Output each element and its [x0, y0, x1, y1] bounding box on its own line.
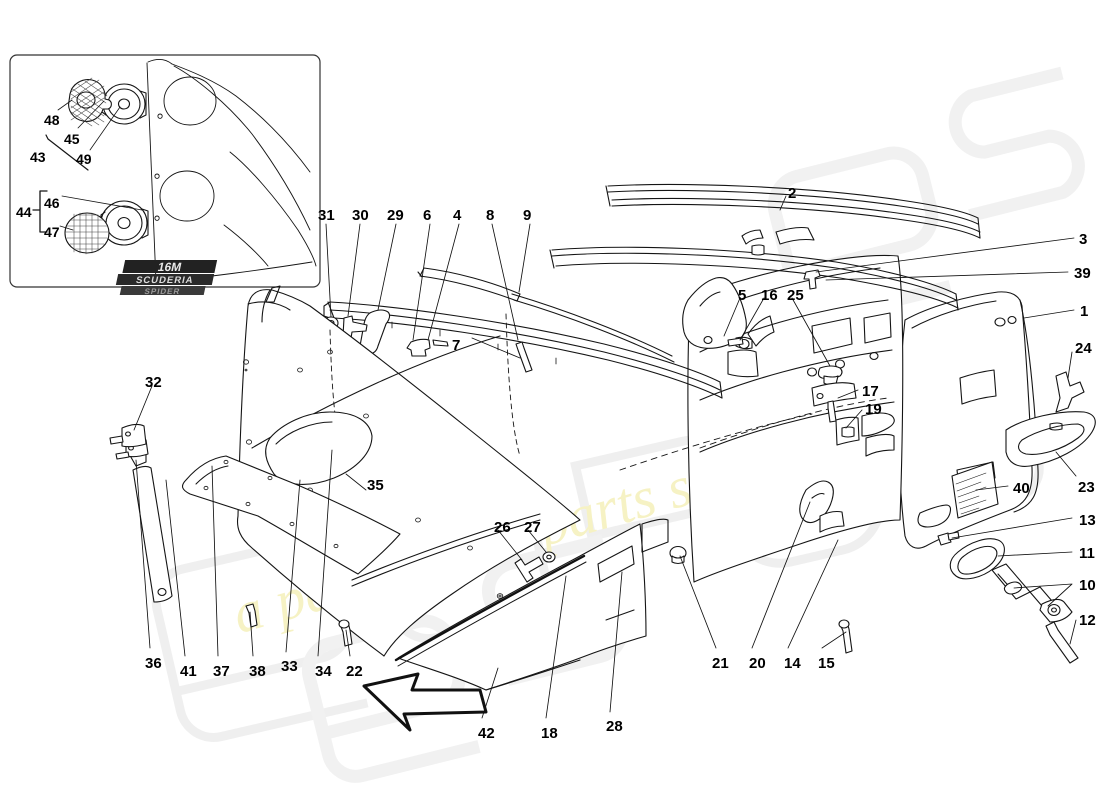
callout-49: 49 — [76, 151, 92, 167]
bolt-12 — [1045, 621, 1079, 664]
callout-15: 15 — [818, 655, 835, 672]
door-trim-panel — [236, 289, 581, 657]
callout-46: 46 — [44, 195, 60, 211]
callout-36: 36 — [145, 655, 162, 672]
door-outer-panel — [898, 291, 1033, 549]
rod-22 — [351, 513, 541, 581]
model-badge: 16M SCUDERIA SPIDER — [112, 256, 228, 296]
callout-10: 10 — [1079, 577, 1096, 594]
callout-42: 42 — [478, 725, 495, 742]
bracket-29 — [359, 309, 391, 355]
pocket-frame-37 — [181, 455, 401, 575]
inner-guide-9 — [511, 293, 673, 357]
hinge-plate-32 — [121, 423, 147, 448]
callout-32: 32 — [145, 374, 162, 391]
callout-37: 37 — [213, 663, 230, 680]
sill-seal-42 — [394, 554, 586, 662]
plate-17 — [811, 382, 857, 407]
callout-14: 14 — [784, 655, 801, 672]
callout-22: 22 — [346, 663, 363, 680]
callout-27: 27 — [524, 519, 541, 536]
washer-27 — [542, 551, 556, 563]
callout-45: 45 — [64, 131, 80, 147]
callout-1: 1 — [1080, 303, 1089, 320]
label-sticker-40 — [951, 461, 999, 519]
direction-arrow — [362, 672, 488, 732]
handle-bezel-11 — [949, 538, 1005, 580]
inset-panel — [9, 54, 321, 288]
callout-43: 43 — [30, 149, 46, 165]
callout-7: 7 — [452, 337, 461, 354]
callout-29: 29 — [387, 207, 404, 224]
molding-4 — [419, 267, 521, 302]
callout-9: 9 — [523, 207, 532, 224]
callout-16: 16 — [761, 287, 778, 304]
callout-23: 23 — [1078, 479, 1095, 496]
striker-19 — [835, 416, 860, 446]
screw-7a — [432, 339, 449, 347]
callout-25: 25 — [787, 287, 804, 304]
pin-13 — [937, 532, 952, 546]
badge-line3: SPIDER — [144, 287, 182, 296]
callout-20: 20 — [749, 655, 766, 672]
armrest-35 — [265, 411, 373, 485]
clip-8 — [406, 338, 431, 357]
grommet-25 — [817, 365, 843, 380]
callout-3: 3 — [1079, 231, 1088, 248]
callout-21: 21 — [712, 655, 729, 672]
callout-4: 4 — [453, 207, 462, 224]
callout-35: 35 — [367, 477, 384, 494]
badge-artwork: 16M SCUDERIA SPIDER — [115, 260, 218, 296]
callout-47: 47 — [44, 224, 60, 240]
callout-39: 39 — [1074, 265, 1091, 282]
callout-33: 33 — [281, 658, 298, 675]
callout-6: 6 — [423, 207, 432, 224]
pin-16 — [727, 337, 744, 347]
screw-7b — [515, 341, 533, 373]
window-rail-6 — [329, 301, 721, 383]
callout-19: 19 — [865, 401, 882, 418]
badge-line2: SCUDERIA — [135, 275, 195, 286]
callout-44: 44 — [16, 204, 32, 220]
callout-11: 11 — [1079, 545, 1095, 562]
callout-26: 26 — [494, 519, 511, 536]
weatherstrip-2 — [607, 183, 979, 219]
handle-trim-23 — [1005, 411, 1096, 467]
screw-26 — [514, 556, 544, 583]
screw-38 — [245, 603, 258, 628]
badge-line1: 16M — [157, 260, 183, 274]
callout-41: 41 — [180, 663, 197, 680]
callout-38: 38 — [249, 663, 266, 680]
callout-40: 40 — [1013, 480, 1030, 497]
callout-24: 24 — [1075, 340, 1092, 357]
callout-48: 48 — [44, 112, 60, 128]
callout-2: 2 — [788, 185, 797, 202]
callout-5: 5 — [738, 287, 747, 304]
callout-8: 8 — [486, 207, 495, 224]
callout-30: 30 — [352, 207, 369, 224]
callout-12: 12 — [1079, 612, 1096, 629]
callout-34: 34 — [315, 663, 332, 680]
callout-18: 18 — [541, 725, 558, 742]
bracket-24 — [1055, 371, 1085, 413]
callout-31: 31 — [318, 207, 335, 224]
callout-13: 13 — [1079, 512, 1096, 529]
callout-17: 17 — [862, 383, 879, 400]
lock-20 — [799, 480, 834, 524]
callout-28: 28 — [606, 718, 623, 735]
